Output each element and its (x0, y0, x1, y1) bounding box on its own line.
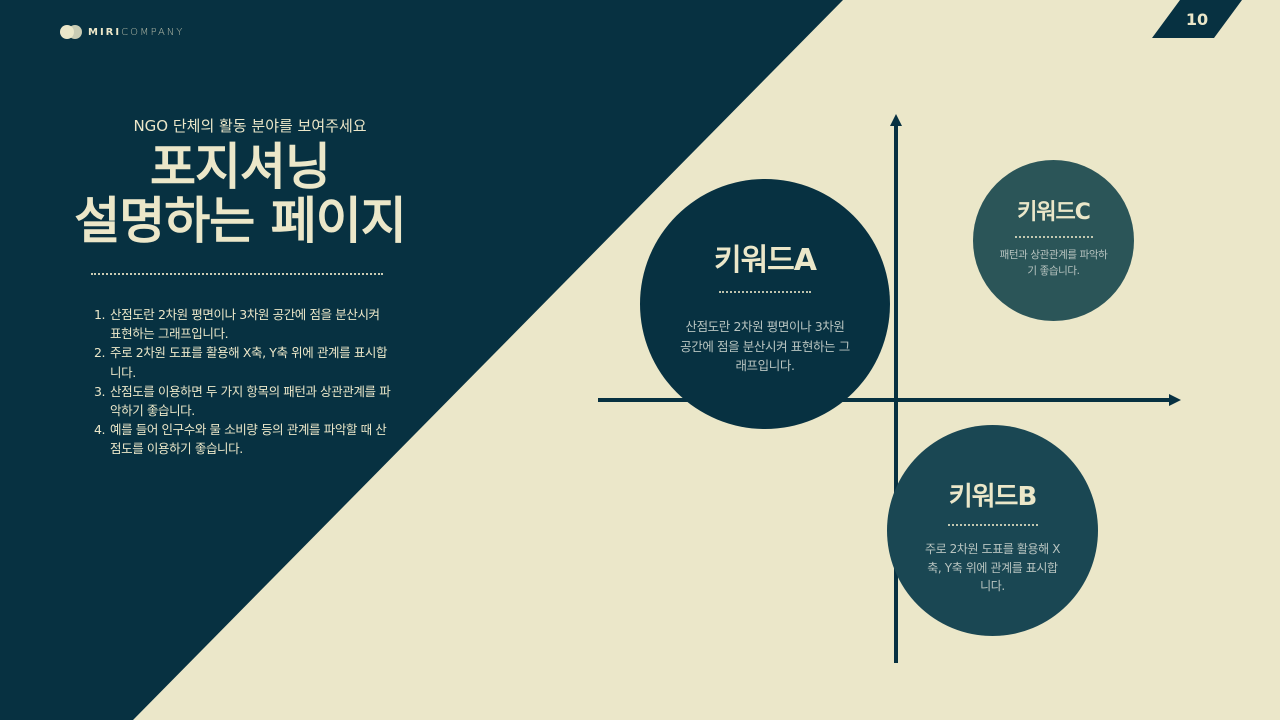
page-number: 10 (1152, 0, 1242, 38)
description-list: 1.산점도란 2차원 평면이나 3차원 공간에 점을 분산시켜 표현하는 그래프… (94, 305, 394, 459)
keyword-a-divider (719, 291, 811, 293)
company-logo: MIRICOMPANY (60, 25, 184, 39)
keyword-c-bubble: 키워드C 패턴과 상관관계를 파악하기 좋습니다. (973, 160, 1134, 321)
title-divider (91, 273, 383, 275)
keyword-b-bubble: 키워드B 주로 2차원 도표를 활용해 X축, Y축 위에 관계를 표시합니다. (887, 425, 1098, 636)
x-axis-arrow-icon (1169, 394, 1181, 406)
logo-mark-icon (60, 25, 82, 39)
keyword-b-body: 주로 2차원 도표를 활용해 X축, Y축 위에 관계를 표시합니다. (924, 542, 1061, 593)
title-line-2: 설명하는 페이지 (74, 192, 406, 250)
page-subtitle: NGO 단체의 활동 분야를 보여주세요 (133, 117, 367, 135)
title-line-1: 포지셔닝 (150, 138, 331, 196)
y-axis (894, 124, 898, 663)
y-axis-arrow-icon (890, 114, 902, 126)
list-item: 3.산점도를 이용하면 두 가지 항목의 패턴과 상관관계를 파악하기 좋습니다… (94, 383, 391, 419)
keyword-b-title: 키워드B (948, 482, 1038, 512)
list-item: 2.주로 2차원 도표를 활용해 X축, Y축 위에 관계를 표시합니다. (94, 345, 388, 380)
keyword-c-divider (1014, 236, 1093, 238)
list-item: 4.예를 들어 인구수와 물 소비량 등의 관계를 파악할 때 산점도를 이용하… (94, 422, 387, 457)
keyword-c-body: 패턴과 상관관계를 파악하기 좋습니다. (999, 249, 1108, 277)
keyword-a-body: 산점도란 2차원 평면이나 3차원 공간에 점을 분산시켜 표현하는 그래프입니… (680, 319, 850, 373)
keyword-b-divider (947, 524, 1038, 526)
keyword-a-title: 키워드A (713, 243, 817, 278)
logo-text: MIRICOMPANY (88, 26, 185, 38)
keyword-a-bubble: 키워드A 산점도란 2차원 평면이나 3차원 공간에 점을 분산시켜 표현하는 … (640, 179, 890, 429)
page-title: 포지셔닝 설명하는 페이지 (40, 140, 440, 248)
keyword-c-title: 키워드C (1017, 200, 1091, 225)
x-axis (598, 398, 1172, 402)
list-item: 1.산점도란 2차원 평면이나 3차원 공간에 점을 분산시켜 표현하는 그래프… (94, 307, 380, 342)
